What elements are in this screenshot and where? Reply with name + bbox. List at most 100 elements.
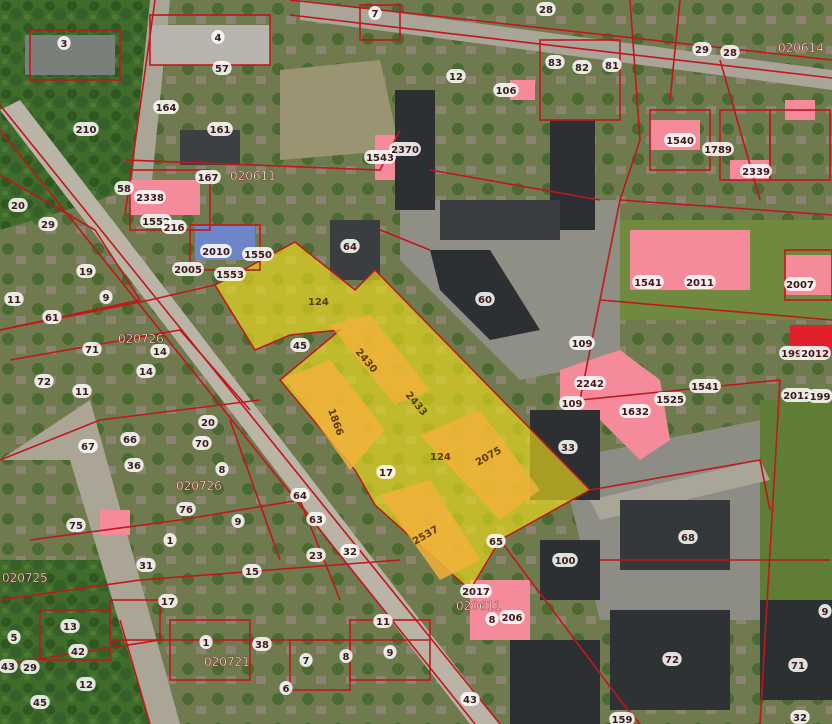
plot-number-text: 161: [210, 125, 231, 136]
plot-number: 2007: [784, 277, 816, 291]
plot-number: 109: [569, 336, 595, 350]
plot-number-badge: [339, 649, 353, 663]
plot-number-text: 61: [45, 313, 59, 324]
plot-number-text: 43: [463, 695, 477, 706]
plot-number-badge: [364, 150, 396, 164]
plot-number-badge: [73, 122, 99, 136]
plot-number: 72: [662, 652, 682, 666]
block-code: 020721: [204, 655, 250, 669]
plot-number: 1543: [364, 150, 396, 164]
plot-number: 20: [198, 415, 218, 429]
plot-number: 216: [161, 220, 187, 234]
plot-number-badge: [211, 30, 225, 44]
plot-number-text: 68: [681, 533, 695, 544]
plot-number-badge: [114, 181, 134, 195]
plot-number-badge: [389, 142, 421, 156]
block-code: 020614: [778, 41, 824, 55]
plot-number-badge: [57, 36, 71, 50]
plot-number-text: 2011: [686, 278, 714, 289]
plot-number-text: 1541: [691, 382, 719, 393]
plot-number-badge: [214, 267, 246, 281]
plot-number-badge: [195, 170, 221, 184]
plot-number-badge: [306, 548, 326, 562]
plot-number-badge: [340, 544, 360, 558]
plot-number-badge: [72, 384, 92, 398]
plot-number-text: 2017: [462, 587, 490, 598]
plot-number-badge: [290, 488, 310, 502]
plot-number-text: 12: [79, 680, 93, 691]
plot-number-text: 11: [376, 617, 390, 628]
plot-number-badge: [136, 558, 156, 572]
plot-number: 71: [82, 342, 102, 356]
plot-number: 31: [136, 558, 156, 572]
plot-number-badge: [609, 712, 635, 724]
plot-number-text: 206: [502, 613, 523, 624]
plot-number-badge: [536, 2, 556, 16]
plot-number: 70: [192, 436, 212, 450]
plot-number-text: 167: [198, 173, 219, 184]
plot-number-badge: [664, 133, 696, 147]
plot-number-text: 15: [245, 567, 259, 578]
plot-number-badge: [76, 677, 96, 691]
block-code: 020611: [456, 599, 502, 613]
plot-number-badge: [78, 439, 98, 453]
plot-number: 2338: [134, 190, 166, 204]
plot-number: 2010: [200, 244, 232, 258]
plot-number-text: 159: [612, 715, 633, 724]
plot-number-text: 14: [139, 367, 153, 378]
plot-number: 57: [212, 61, 232, 75]
plot-number-text: 1: [167, 536, 174, 547]
plot-number-badge: [552, 553, 578, 567]
plot-number-text: 72: [665, 655, 679, 666]
plot-number: 100: [552, 553, 578, 567]
plot-number-text: 63: [309, 515, 323, 526]
plot-number-text: 5: [11, 633, 18, 644]
plot-number-text: 4: [215, 33, 222, 44]
plot-number: 9: [99, 290, 113, 304]
parcel-label: 124: [308, 297, 329, 308]
plot-number-text: 2007: [786, 280, 814, 291]
plot-number-text: 36: [127, 461, 141, 472]
plot-number: 43: [460, 692, 480, 706]
plot-number-text: 71: [85, 345, 99, 356]
plot-number-text: 38: [255, 640, 269, 651]
plot-number-text: 71: [791, 661, 805, 672]
plot-number-badge: [799, 346, 831, 360]
plot-number-text: 45: [33, 698, 47, 709]
block-code: 020725: [2, 571, 48, 585]
block-code: 020726: [176, 479, 222, 493]
plot-number-text: 199: [810, 392, 831, 403]
plot-number-text: 75: [69, 521, 83, 532]
plot-number-badge: [8, 198, 28, 212]
plot-number-text: 8: [219, 465, 226, 476]
road-top: [300, 0, 832, 90]
plot-number: 42: [68, 644, 88, 658]
plot-number: 36: [124, 458, 144, 472]
selected-parcel[interactable]: [213, 241, 592, 592]
plot-number: 12: [76, 677, 96, 691]
plot-number: 2242: [574, 376, 606, 390]
plot-number-badge: [662, 652, 682, 666]
plot-number-badge: [60, 619, 80, 633]
plot-number-badge: [200, 244, 232, 258]
plot-number-badge: [99, 290, 113, 304]
plot-number-text: 17: [161, 597, 175, 608]
plot-number-text: 106: [496, 86, 517, 97]
plot-number: 17: [158, 594, 178, 608]
plot-number-badge: [242, 564, 262, 578]
construction-site: [280, 60, 400, 160]
plot-number-text: 20: [11, 201, 25, 212]
plot-number-text: 20: [201, 418, 215, 429]
plot-number-badge: [192, 436, 212, 450]
plot-number: 1541: [689, 379, 721, 393]
plot-number: 2012: [781, 388, 813, 402]
plot-number-badge: [30, 695, 50, 709]
plot-number: 38: [252, 637, 272, 651]
plot-number-badge: [684, 275, 716, 289]
plot-number-badge: [368, 6, 382, 20]
plot-number-badge: [702, 142, 734, 156]
plot-number-text: 33: [561, 443, 575, 454]
plot-number-text: 8: [489, 615, 496, 626]
